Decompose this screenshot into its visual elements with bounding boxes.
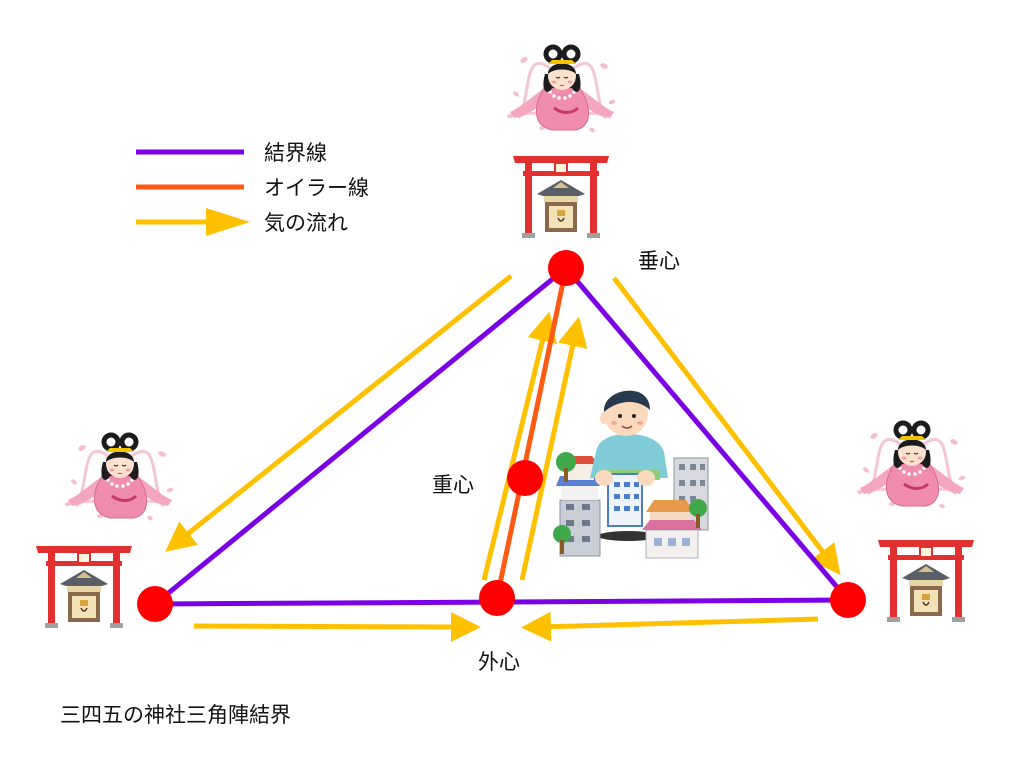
flow-arrow-top-to-left <box>165 274 513 552</box>
circumcenter-label: 外心 <box>478 650 520 674</box>
flow-arrow-right-to-center <box>521 611 819 642</box>
centroid-label: 重心 <box>432 473 474 497</box>
flow-arrow-left-to-center <box>193 611 481 642</box>
legend: 結界線 オイラー線 気の流れ <box>136 141 369 236</box>
circumcenter-point <box>479 580 515 616</box>
legend-arrow-icon <box>206 208 250 236</box>
boundary-triangle <box>153 266 850 607</box>
orthocenter-label: 垂心 <box>638 249 680 273</box>
flow-arrow-top-to-right <box>612 276 841 576</box>
centroid-point <box>507 460 543 496</box>
goddess-icon <box>507 47 616 133</box>
legend-euler-line-label: オイラー線 <box>264 176 369 200</box>
vertex-right <box>830 582 866 618</box>
flow-arrow-center-up-left <box>481 311 557 581</box>
goddess-icon <box>857 423 966 509</box>
flow-arrow-center-up-right <box>519 316 588 581</box>
triangle-points <box>137 250 866 622</box>
legend-boundary-line-label: 結界線 <box>264 141 327 165</box>
energy-flow-arrows <box>165 274 841 642</box>
giant-man-icon <box>590 390 668 527</box>
city-buildings-icon <box>553 452 709 559</box>
right-shrine <box>857 423 975 623</box>
torii-shrine-icon <box>512 155 610 239</box>
euler-line <box>494 267 569 599</box>
torii-shrine-icon <box>877 539 975 623</box>
top-shrine <box>507 47 616 239</box>
boundary-line-left <box>153 266 568 606</box>
vertex-top-orthocenter <box>548 250 584 286</box>
diagram-caption: 三四五の神社三角陣結界 <box>60 703 291 727</box>
goddess-icon <box>65 435 174 521</box>
torii-shrine-icon <box>35 545 133 629</box>
boundary-line-right <box>564 266 850 602</box>
vertex-left <box>137 586 173 622</box>
legend-energy-flow-label: 気の流れ <box>264 211 348 235</box>
